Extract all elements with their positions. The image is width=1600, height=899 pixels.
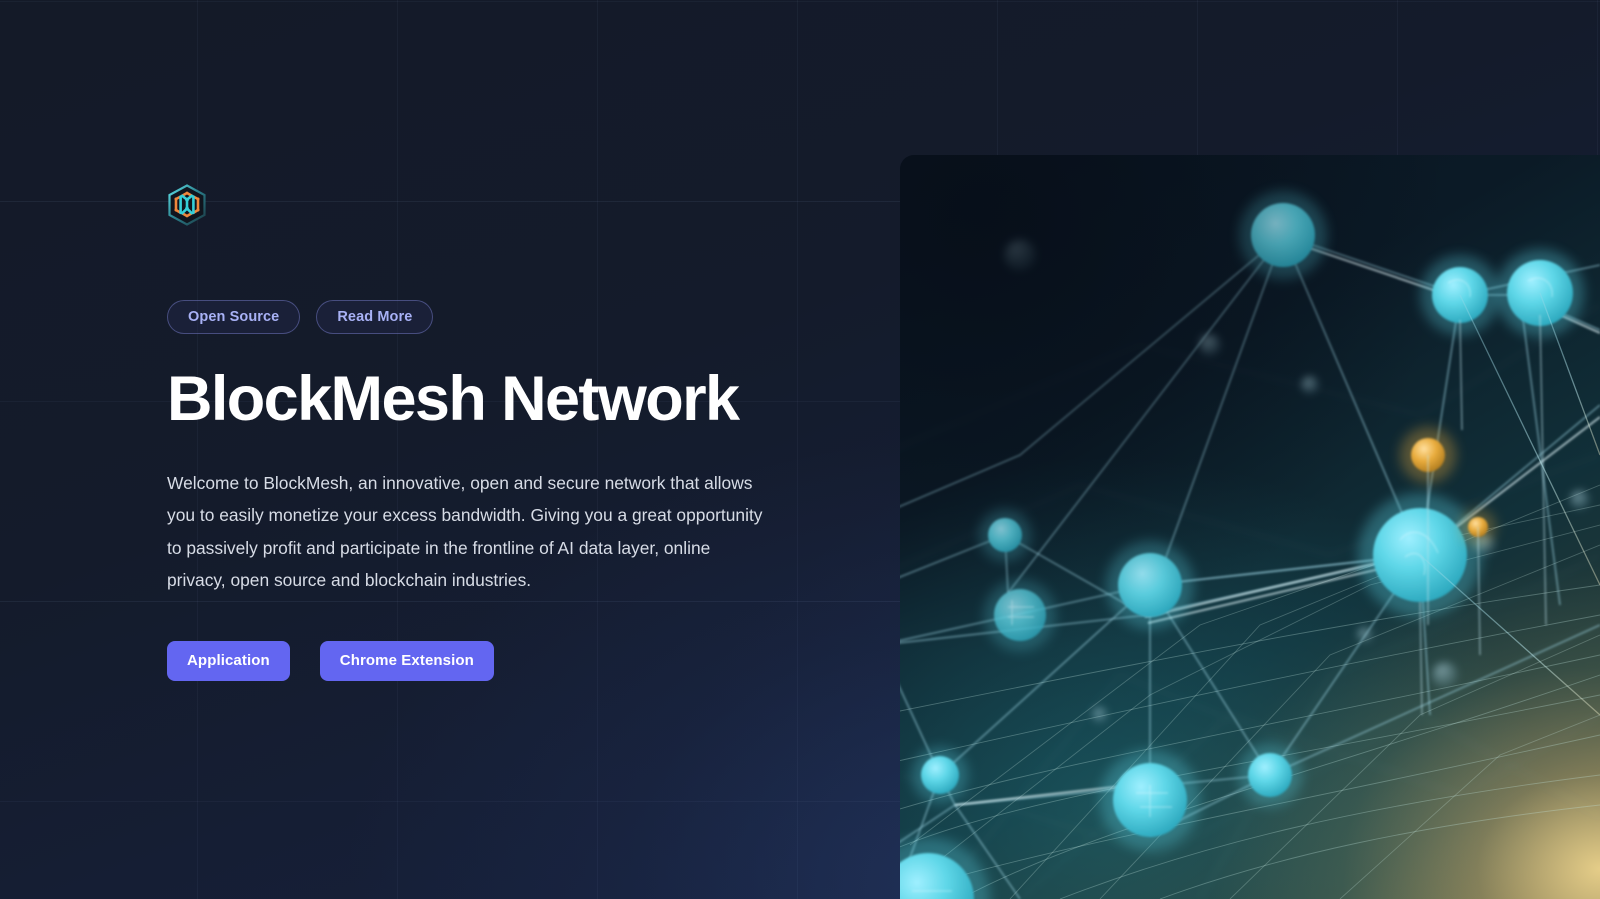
hero-cta-row: Application Chrome Extension: [167, 640, 787, 681]
open-source-pill[interactable]: Open Source: [167, 300, 301, 334]
hero-paragraph: Welcome to BlockMesh, an innovative, ope…: [167, 472, 763, 591]
read-more-pill[interactable]: Read More: [316, 300, 434, 334]
network-mesh-illustration: [900, 191, 1600, 899]
chrome-extension-button[interactable]: Chrome Extension: [319, 640, 494, 681]
hero-network-image: [900, 155, 1600, 899]
hero-content: Open Source Read More BlockMesh Network …: [167, 184, 787, 681]
application-button[interactable]: Application: [167, 640, 290, 681]
blockmesh-hexagon-logo-icon[interactable]: [167, 184, 207, 226]
hero-pill-row: Open Source Read More: [167, 300, 787, 334]
page-title: BlockMesh Network: [167, 364, 740, 434]
